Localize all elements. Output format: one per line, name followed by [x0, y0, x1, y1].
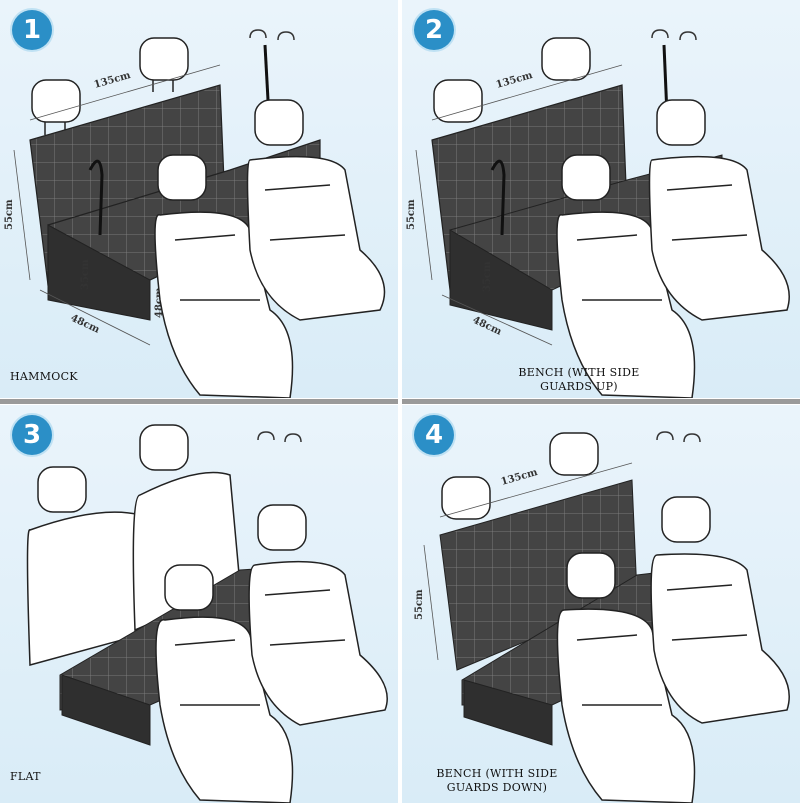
front-seat-left — [154, 154, 294, 398]
hook-icon — [257, 431, 302, 443]
bench-guards-up-illustration: 135cm 55cm 48cm 35cm — [406, 29, 790, 398]
caption-hammock: HAMMOCK — [10, 370, 78, 383]
rear-headrest-right — [139, 37, 189, 92]
dim-label-side: 35cm — [482, 261, 493, 292]
dim-label-depth: 48cm — [69, 313, 102, 336]
hook-icon — [651, 29, 697, 41]
dim-label-height: 55cm — [4, 199, 15, 230]
caption-line-1: BENCH (WITH SIDE — [436, 767, 558, 780]
hook-icon — [249, 29, 295, 41]
caption-flat: FLAT — [10, 770, 41, 783]
headrest-strap — [490, 159, 506, 236]
front-seat-right — [648, 99, 790, 321]
dim-line-depth — [441, 294, 553, 346]
front-seat-right — [248, 504, 388, 726]
dim-label-depth: 48cm — [471, 315, 504, 338]
step-badge-2: 2 — [414, 10, 454, 50]
front-seat-left — [556, 552, 696, 803]
step-badge-1: 1 — [12, 10, 52, 50]
dim-label-side: 35cm — [80, 259, 91, 290]
flat-cover-front — [61, 674, 151, 746]
vertical-divider — [398, 0, 402, 803]
panel-bench-guards-up: 135cm 55cm 48cm 35cm 2 BENCH (WITH SIDE … — [402, 0, 800, 398]
dim-label-width: 135cm — [500, 467, 540, 488]
flat-illustration — [26, 424, 388, 803]
step-badge-4: 4 — [414, 415, 454, 455]
front-seat-left — [155, 564, 294, 803]
caption-line-2: GUARDS DOWN) — [446, 781, 548, 794]
front-seat-right — [246, 99, 386, 321]
front-seat-right — [650, 496, 790, 724]
bench-front — [463, 679, 553, 746]
dim-line-height — [415, 149, 433, 281]
dim-label-width: 135cm — [93, 70, 133, 91]
dim-line-width — [29, 64, 221, 121]
dim-label-width: 135cm — [495, 70, 535, 91]
rear-headrest-left — [31, 79, 81, 135]
rear-seat-left — [26, 466, 141, 666]
side-guard — [449, 229, 553, 331]
dim-label-height: 55cm — [414, 589, 425, 620]
rear-headrest-left — [441, 476, 491, 520]
dim-line-width — [431, 64, 623, 121]
rear-headrest-left — [433, 79, 483, 123]
dim-label-height: 55cm — [406, 199, 417, 230]
dim-line-width — [439, 462, 633, 518]
caption-line-2: GUARDS UP) — [540, 380, 618, 393]
dim-line-height — [13, 149, 31, 281]
bench-guards-down-illustration: 135cm 55cm — [414, 431, 790, 803]
hammock-illustration: 135cm 55cm 48cm 35cm 48cm — [4, 29, 386, 398]
hook-icon — [656, 431, 701, 443]
dim-label-seat: 48cm — [154, 287, 165, 318]
rear-headrest-right — [541, 37, 591, 81]
panel-flat: 3 FLAT — [0, 405, 398, 803]
dim-line-depth — [39, 289, 151, 346]
hammock-side-flap — [47, 224, 151, 321]
panel-bench-guards-down: 135cm 55cm 4 BENCH (WITH SIDE GUARDS DOW… — [402, 405, 800, 803]
step-badge-3: 3 — [12, 415, 52, 455]
front-seat-left — [556, 154, 696, 398]
rear-headrest-right — [549, 432, 599, 476]
caption-line-1: BENCH (WITH SIDE — [518, 366, 640, 379]
headrest-strap — [88, 159, 104, 236]
front-strap — [263, 44, 270, 101]
caption-bench-guards-down: BENCH (WITH SIDE GUARDS DOWN) — [402, 767, 607, 795]
dim-line-height — [423, 544, 439, 661]
panel-hammock: 135cm 55cm 48cm 35cm 48cm 1 HAMMOCK — [0, 0, 398, 398]
caption-bench-guards-up: BENCH (WITH SIDE GUARDS UP) — [402, 366, 778, 394]
